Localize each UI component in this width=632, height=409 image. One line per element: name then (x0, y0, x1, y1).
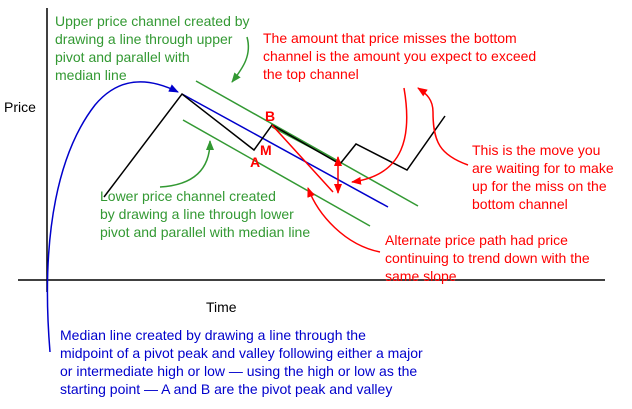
upper-channel-line (195, 80, 419, 207)
lower-channel-pointer-arrow (159, 140, 214, 188)
lower-channel-line (182, 119, 371, 227)
move-waiting-annotation: This is the move you are waiting for to … (472, 142, 614, 212)
lower-channel-annotation: Lower price channel created by drawing a… (100, 188, 311, 240)
upper-channel-annotation: Upper price channel created by drawing a… (55, 13, 250, 83)
upper-channel-pointer-arrow (231, 36, 250, 83)
median-line (181, 93, 389, 208)
point-b-label: B (265, 108, 276, 124)
y-axis-label: Price (4, 99, 36, 115)
alternate-path-pointer-arrow (307, 187, 381, 253)
alternate-price-path (271, 124, 334, 193)
miss-amount-annotation: The amount that price misses the bottom … (263, 30, 537, 82)
point-m-label: M (260, 142, 272, 158)
median-pointer-arrow (46, 81, 179, 353)
alternate-path-annotation: Alternate price path had price continuin… (385, 232, 590, 284)
price-path (103, 92, 446, 198)
x-axis-label: Time (206, 299, 237, 315)
move-waiting-pointer-arrow (417, 87, 469, 166)
median-line-annotation: Median line created by drawing a line th… (60, 327, 423, 397)
miss-amount-pointer-arrow (351, 87, 408, 185)
point-a-label: A (250, 154, 261, 170)
